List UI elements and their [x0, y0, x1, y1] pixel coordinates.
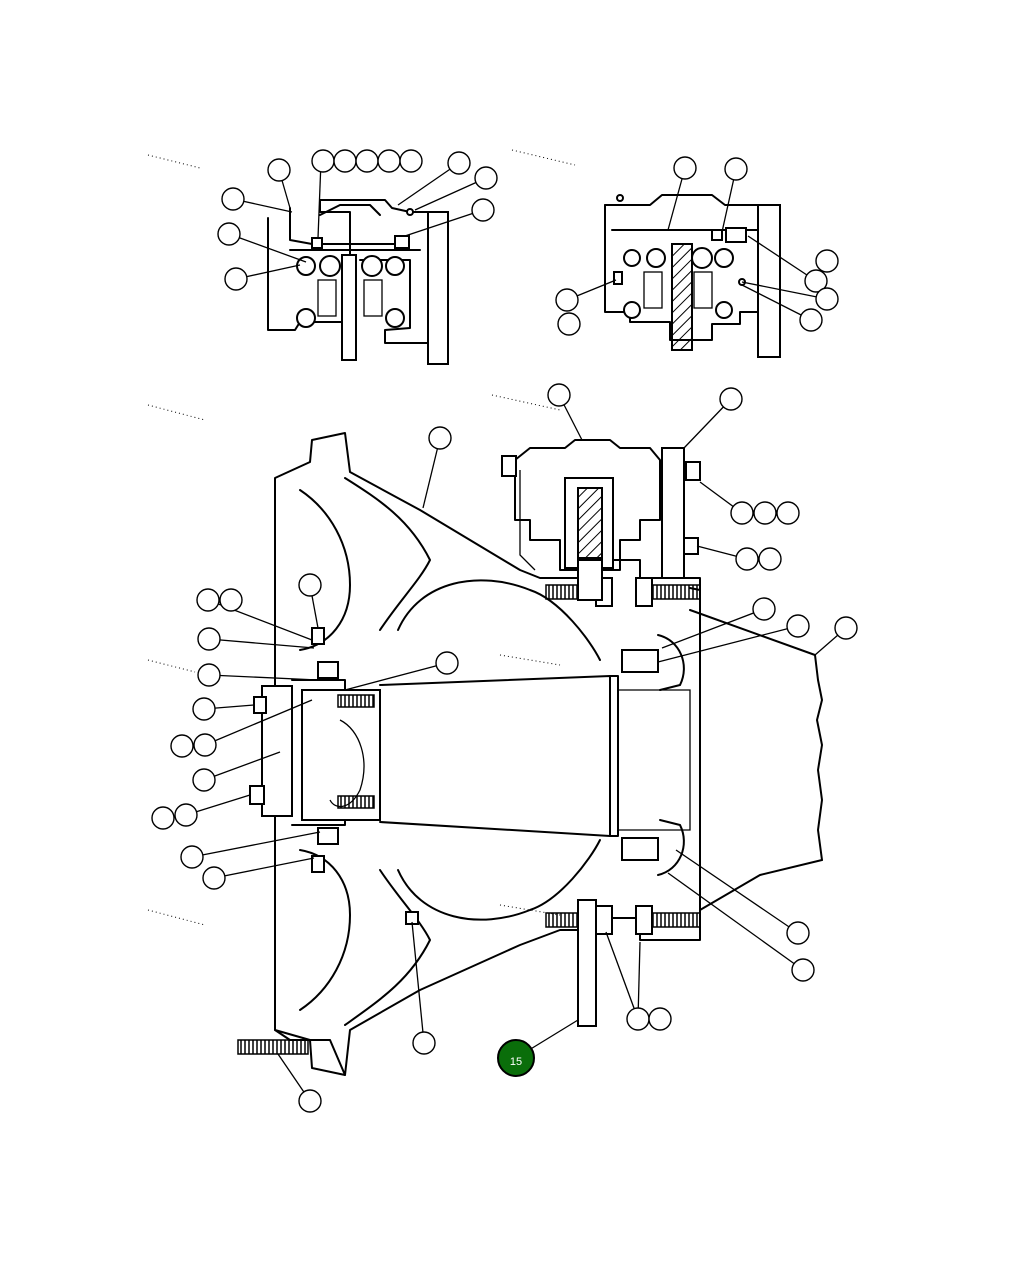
callout-bubble[interactable]	[776, 501, 800, 525]
callout-bubble[interactable]	[224, 267, 248, 291]
callout-bubble[interactable]	[547, 383, 571, 407]
callout-bubble[interactable]	[791, 958, 815, 982]
callout-bubble[interactable]	[786, 921, 810, 945]
callout-bubble[interactable]	[447, 151, 471, 175]
callout-bubble[interactable]	[193, 733, 217, 757]
callout-bubble[interactable]	[834, 616, 858, 640]
highlighted-callout-bubble[interactable]	[497, 1039, 535, 1077]
callout-bubble[interactable]	[804, 269, 828, 293]
callout-bubble[interactable]	[815, 249, 839, 273]
callout-bubble[interactable]	[753, 501, 777, 525]
callout-bubble[interactable]	[192, 768, 216, 792]
callout-bubble[interactable]	[648, 1007, 672, 1031]
callout-bubble[interactable]	[174, 803, 198, 827]
callout-bubble[interactable]	[758, 547, 782, 571]
callouts: 15	[151, 149, 858, 1113]
callout-bubble[interactable]	[474, 166, 498, 190]
callout-bubble[interactable]	[221, 187, 245, 211]
callout-bubble[interactable]	[626, 1007, 650, 1031]
main-assembly	[237, 432, 823, 1076]
callout-bubble[interactable]	[355, 149, 379, 173]
callout-bubble[interactable]	[555, 288, 579, 312]
callout-bubble[interactable]	[752, 597, 776, 621]
callout-bubble[interactable]	[428, 426, 452, 450]
callout-bubble[interactable]	[197, 627, 221, 651]
callout-bubble[interactable]	[471, 198, 495, 222]
callout-bubble[interactable]	[786, 614, 810, 638]
callout-bubble[interactable]	[192, 697, 216, 721]
callout-bubble[interactable]	[799, 308, 823, 332]
callout-bubble[interactable]	[719, 387, 743, 411]
callout-bubble[interactable]	[267, 158, 291, 182]
callout-bubble[interactable]	[399, 149, 423, 173]
callout-bubble[interactable]	[298, 573, 322, 597]
detail-view-left	[267, 199, 449, 365]
callout-bubble[interactable]	[815, 287, 839, 311]
callout-bubble[interactable]	[180, 845, 204, 869]
callout-bubble[interactable]	[311, 149, 335, 173]
detail-view-right	[604, 194, 781, 358]
callout-bubble[interactable]	[151, 806, 175, 830]
callout-bubble[interactable]	[557, 312, 581, 336]
highlighted-callout-label: 15	[510, 1056, 522, 1068]
highlighted-callout[interactable]: 15	[497, 1039, 535, 1077]
scan-noise	[147, 149, 576, 926]
callout-bubble[interactable]	[197, 663, 221, 687]
callout-bubble[interactable]	[333, 149, 357, 173]
callout-bubble[interactable]	[298, 1089, 322, 1113]
callout-bubble[interactable]	[219, 588, 243, 612]
callout-bubble[interactable]	[170, 734, 194, 758]
callout-bubble[interactable]	[217, 222, 241, 246]
callout-bubble[interactable]	[435, 651, 459, 675]
leader-lines	[185, 160, 847, 1102]
callout-bubble[interactable]	[735, 547, 759, 571]
callout-bubble[interactable]	[196, 588, 220, 612]
callout-bubble[interactable]	[412, 1031, 436, 1055]
callout-bubble[interactable]	[724, 157, 748, 181]
callout-bubble[interactable]	[730, 501, 754, 525]
callout-bubble[interactable]	[202, 866, 226, 890]
callout-bubble[interactable]	[377, 149, 401, 173]
callout-bubble[interactable]	[673, 156, 697, 180]
